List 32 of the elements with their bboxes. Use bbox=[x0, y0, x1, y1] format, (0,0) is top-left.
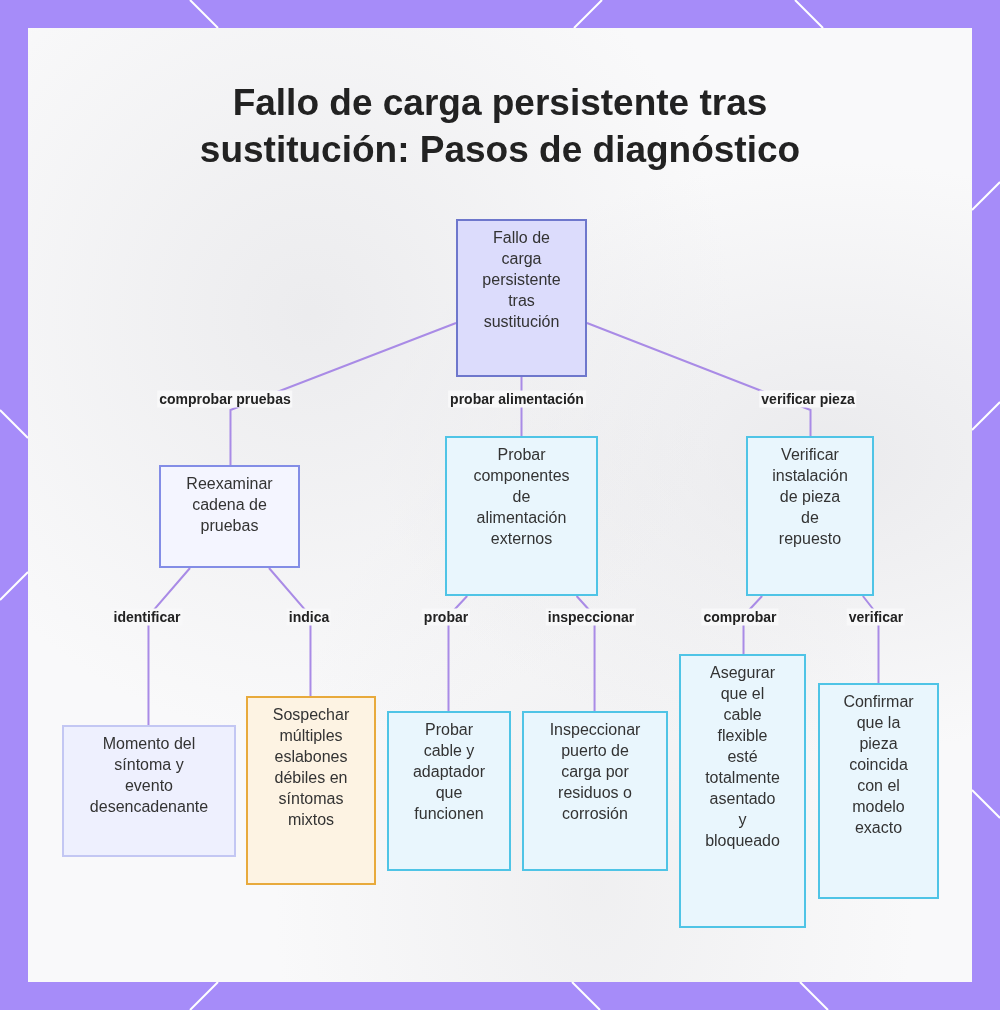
edge-label: probar bbox=[421, 608, 471, 626]
process-box bbox=[445, 436, 598, 596]
box-text: Reexaminar cadena de pruebas bbox=[185, 474, 274, 536]
process-box bbox=[387, 711, 511, 871]
process-box bbox=[818, 683, 939, 899]
connector-line bbox=[268, 567, 312, 697]
box-text: Asegurar que el cable flexible esté totalmente asentado y bloqueado bbox=[704, 663, 781, 851]
box-text: Verificar instalación de pieza de repuesto bbox=[771, 445, 849, 549]
edge-label: comprobar bbox=[701, 608, 779, 626]
box-text: Probar cable y adaptador que funcionen bbox=[411, 720, 487, 824]
title: Fallo de carga persistente tras sustitución: Pasos de diagnóstico bbox=[198, 81, 802, 172]
box-text: Confirmar que la pieza coincida con el modelo exacto bbox=[842, 692, 915, 838]
edge-label: probar alimentación bbox=[448, 390, 586, 408]
edge-label: inspeccionar bbox=[545, 608, 637, 626]
edge-label: verificar pieza bbox=[759, 390, 857, 408]
box-text: Momento del síntoma y evento desencadenante bbox=[89, 734, 209, 817]
edge-label: identificar bbox=[111, 608, 183, 626]
connector-line bbox=[147, 567, 191, 726]
process-box bbox=[159, 465, 300, 568]
process-box bbox=[456, 219, 587, 377]
box-text: Inspeccionar puerto de carga por residuos o corrosión bbox=[548, 720, 642, 824]
process-box bbox=[62, 725, 236, 857]
process-box bbox=[522, 711, 668, 871]
process-box bbox=[746, 436, 874, 596]
edge-label: verificar bbox=[846, 608, 906, 626]
process-box bbox=[679, 654, 806, 928]
box-text: Probar componentes de alimentación externos bbox=[472, 445, 571, 549]
process-box bbox=[246, 696, 376, 885]
box-text: Sospechar múltiples eslabones débiles en síntomas mixtos bbox=[271, 705, 351, 830]
edge-label: comprobar pruebas bbox=[157, 390, 293, 408]
edge-label: indica bbox=[286, 608, 332, 626]
box-text: Fallo de carga persistente tras sustitución bbox=[481, 228, 562, 332]
